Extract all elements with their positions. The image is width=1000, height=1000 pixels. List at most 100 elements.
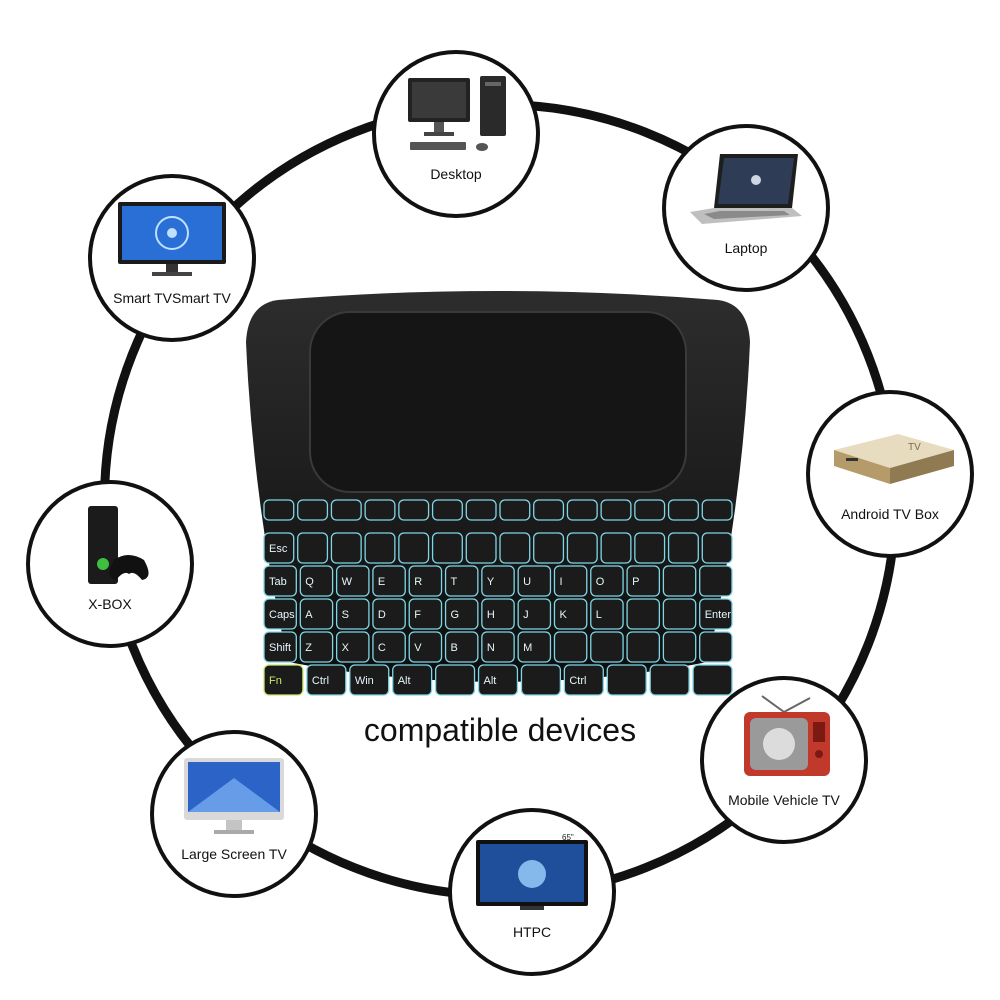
keyboard-key [499, 499, 531, 521]
keyboard-key [263, 631, 297, 663]
keyboard-key [590, 631, 624, 663]
keyboard-key [590, 598, 624, 630]
keyboard-key [408, 631, 443, 663]
keyboard-key [297, 499, 329, 521]
keyboard-key [626, 631, 661, 663]
keyboard-key [299, 565, 334, 597]
keyboard-key-label: Y [487, 576, 495, 588]
keyboard-key-label: P [632, 576, 639, 588]
keyboard-key-label: T [451, 576, 458, 588]
keyboard-key-label: L [596, 609, 602, 621]
keyboard-key [701, 499, 733, 521]
device-label: Large Screen TV [181, 846, 287, 862]
keyboard-key-label: W [342, 576, 353, 588]
keyboard-key-label: R [414, 576, 422, 588]
device-label: Android TV Box [841, 506, 939, 522]
device-label: Mobile Vehicle TV [728, 792, 840, 808]
keyboard-key [517, 631, 552, 663]
device-laptop: Laptop [662, 124, 830, 292]
keyboard-key [465, 532, 497, 564]
keyboard-key-label: D [378, 609, 386, 621]
keyboard-key [392, 664, 433, 696]
keyboard-key-label: Caps [269, 609, 295, 621]
keyboard-key [701, 532, 733, 564]
keyboard-key-label: Enter [705, 609, 732, 621]
keyboard-key-label: U [523, 576, 531, 588]
retro-tv-icon [744, 695, 830, 776]
device-mobile-vehicle-tv: Mobile Vehicle TV [700, 676, 868, 844]
keyboard-key [408, 565, 443, 597]
game-console-icon [88, 506, 149, 584]
keyboard-key [330, 532, 362, 564]
keyboard-key [306, 664, 347, 696]
keyboard-key-label: Alt [484, 675, 497, 687]
keyboard-key [566, 532, 598, 564]
keyboard-key [434, 664, 476, 696]
keyboard-key [553, 631, 588, 663]
keyboard-key-label: Win [355, 675, 374, 687]
keyboard-key [566, 499, 598, 521]
keyboard-key-label: S [342, 609, 349, 621]
keyboard-key [649, 664, 690, 696]
keyboard-key [444, 565, 479, 597]
keyboard-key [499, 532, 531, 564]
keyboard-key [372, 565, 406, 597]
keyboard-key [699, 631, 733, 663]
keyboard-key [398, 499, 430, 521]
device-label: X-BOX [88, 596, 132, 612]
keyboard-key [335, 565, 370, 597]
keyboard-key [634, 532, 666, 564]
keyboard-key-label: I [559, 576, 562, 588]
device-android-tv-box: TV Android TV Box [806, 390, 974, 558]
keyboard-key [626, 598, 661, 630]
keyboard-key [634, 499, 666, 521]
keyboard-key [699, 598, 733, 630]
keyboard-key [299, 631, 334, 663]
desktop-computer-icon [408, 76, 506, 151]
keyboard-key [398, 532, 430, 564]
keyboard-key [408, 598, 443, 630]
keyboard-key [517, 598, 552, 630]
keyboard-key [662, 598, 697, 630]
keyboard-key-label: B [451, 642, 458, 654]
keyboard-key [662, 565, 697, 597]
device-label: Smart TVSmart TV [113, 290, 231, 306]
keyboard-key [520, 664, 562, 696]
keyboard-key [431, 532, 463, 564]
keyboard-key [667, 532, 699, 564]
keyboard-key-label: H [487, 609, 495, 621]
keyboard-key-label: O [596, 576, 605, 588]
keyboard-key [600, 499, 632, 521]
keyboard-key [364, 532, 396, 564]
keyboard-key [662, 631, 697, 663]
keyboard-key [533, 499, 565, 521]
keyboard-key [699, 565, 733, 597]
keyboard-key [330, 499, 362, 521]
monitor-icon [184, 758, 284, 834]
keyboard-key [553, 565, 588, 597]
device-label: Laptop [724, 240, 768, 256]
keyboard-key-label: C [378, 642, 386, 654]
keyboard-key [372, 631, 406, 663]
svg-text:TV: TV [908, 442, 921, 453]
device-desktop: Desktop [372, 50, 540, 218]
keyboard-key [349, 664, 390, 696]
keyboard-key-label: Q [305, 576, 314, 588]
device-smart-tv: Smart TVSmart TV [88, 174, 256, 342]
keyboard-key-label: N [487, 642, 495, 654]
keyboard-key-label: E [378, 576, 385, 588]
keyboard-key [667, 499, 699, 521]
keyboard-key [299, 598, 334, 630]
keyboard-key [465, 499, 497, 521]
keyboard-key-label: Esc [269, 543, 288, 555]
keyboard-key [444, 598, 479, 630]
device-xbox: X-BOX [26, 480, 194, 648]
keyboard-key-label: X [342, 642, 350, 654]
keyboard-key [263, 664, 304, 696]
device-large-screen-tv: Large Screen TV [150, 730, 318, 898]
keyboard-key [626, 565, 661, 597]
keyboard-key [481, 631, 515, 663]
keyboard-key-label: Z [305, 642, 312, 654]
